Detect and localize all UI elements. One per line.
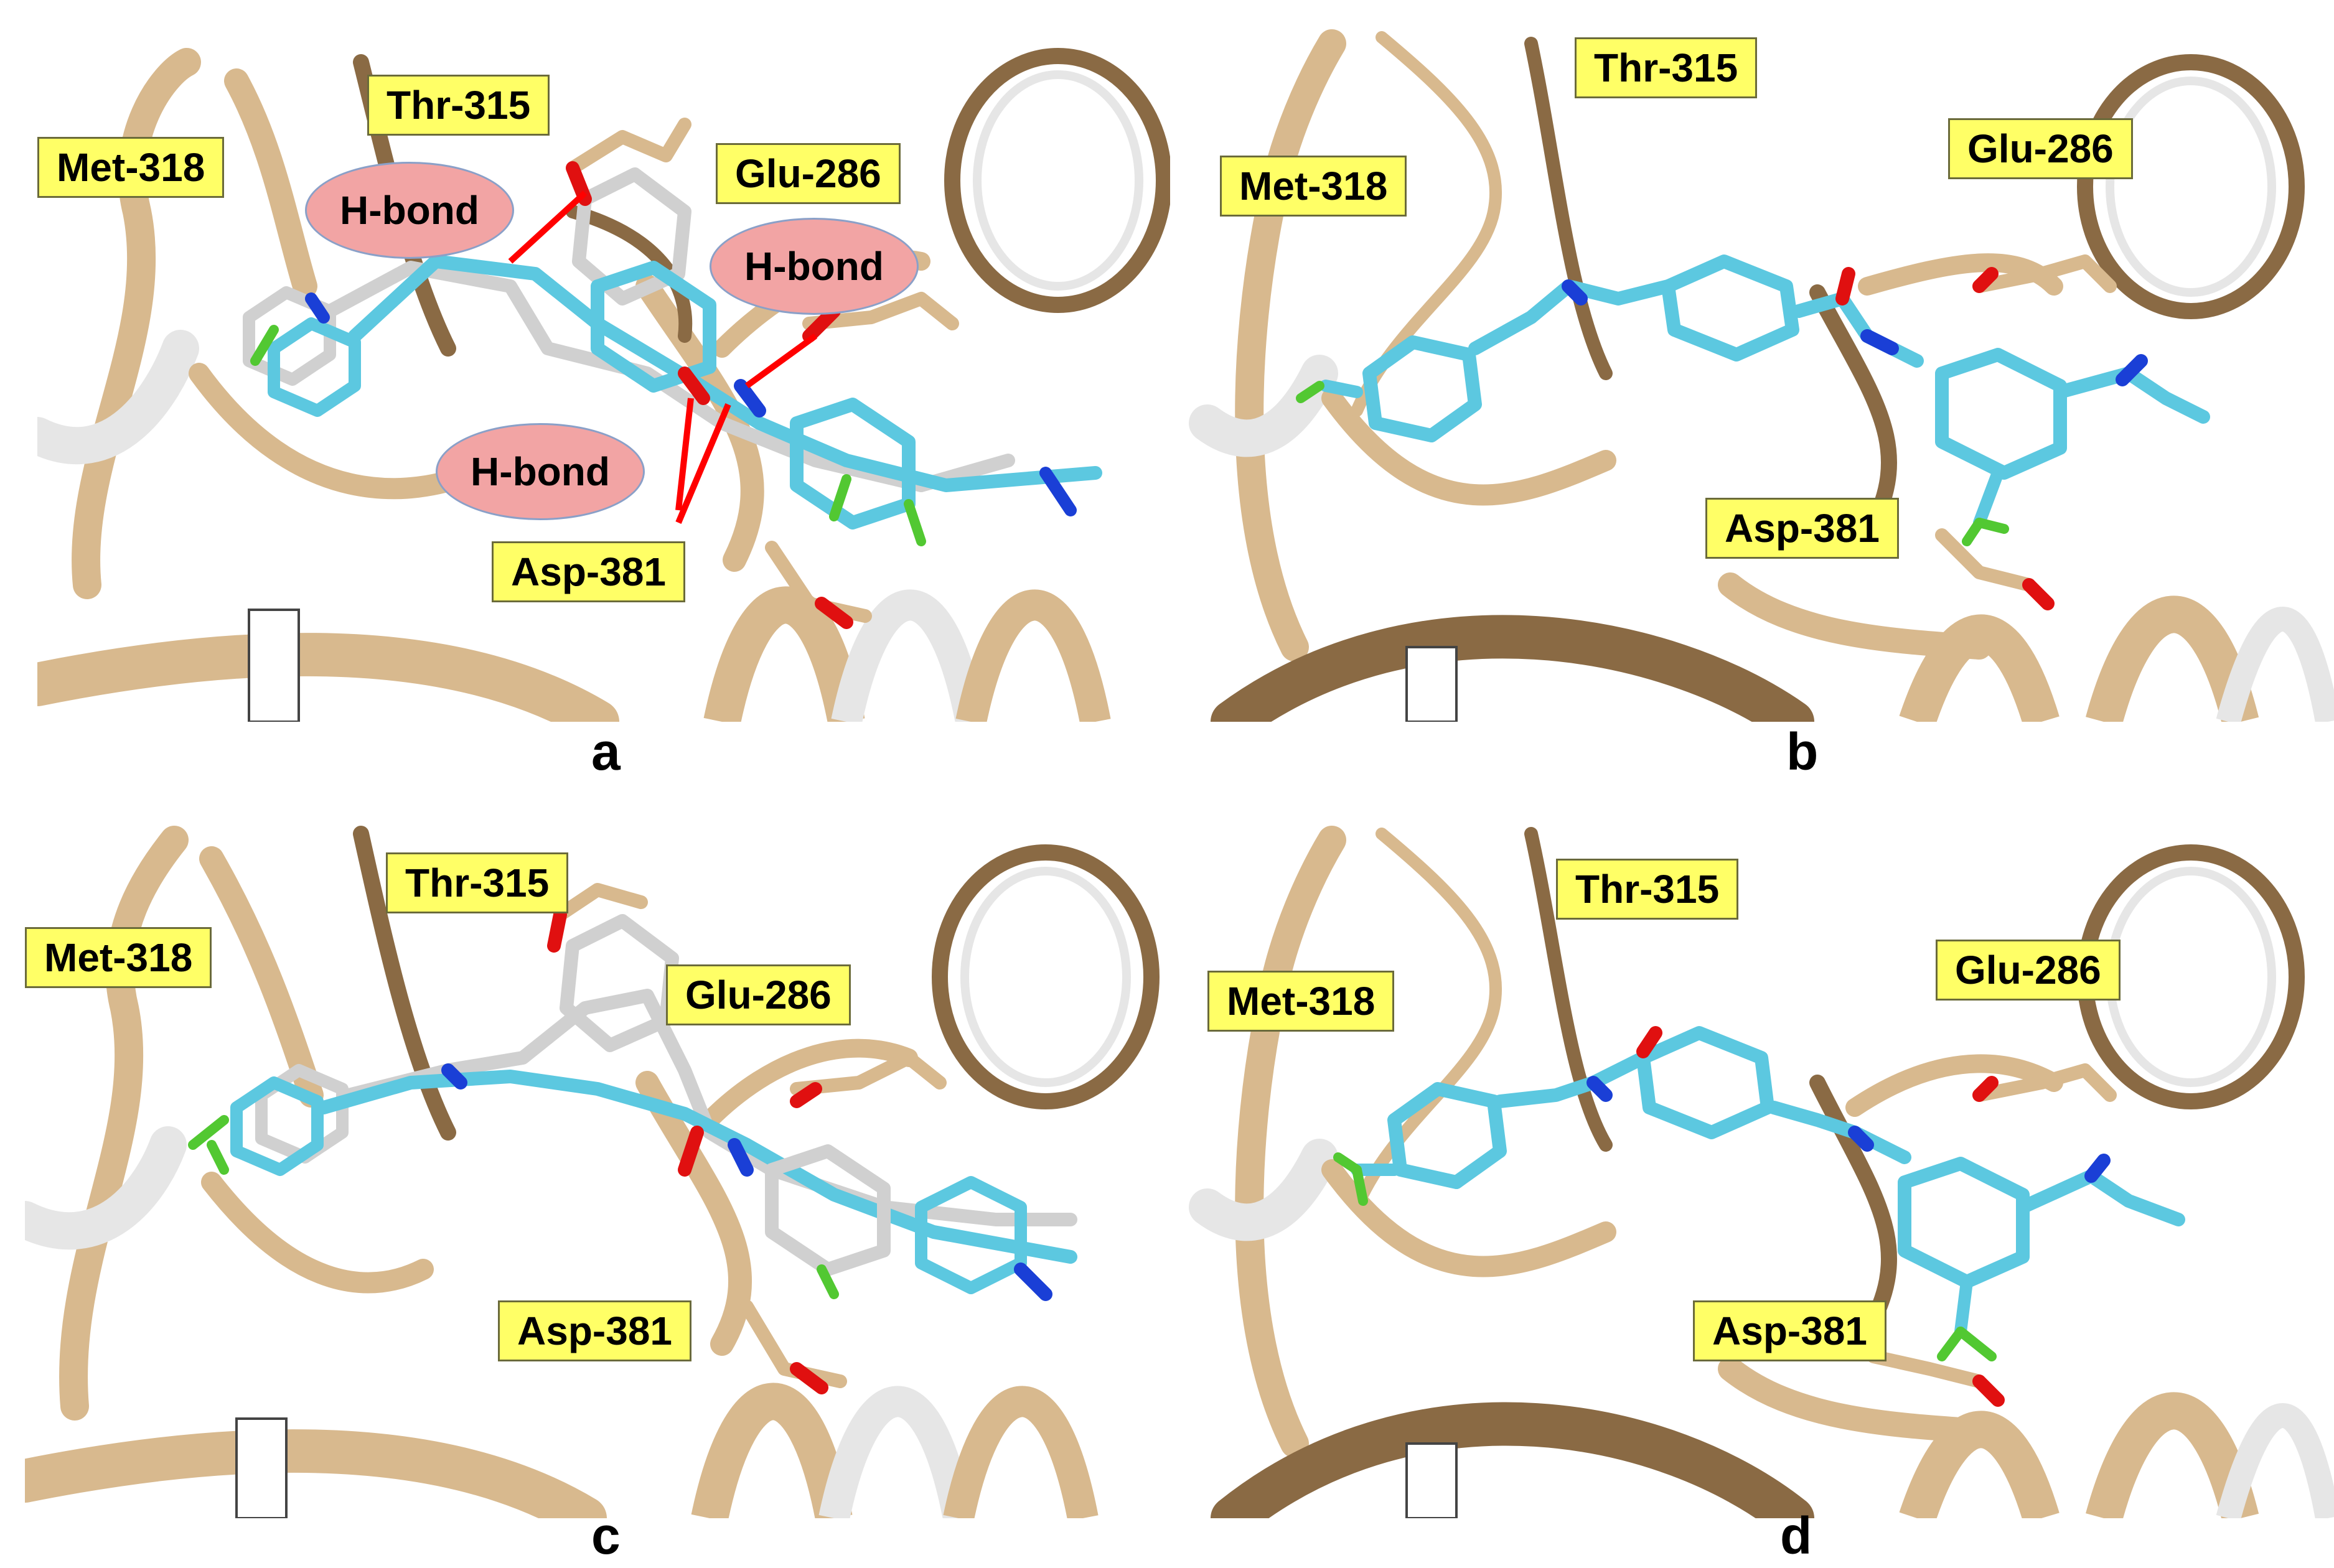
panel-d: Thr-315 Met-318 Glu-286 Asp-381 [1170,821,2334,1518]
hbond-annotation: H-bond [710,218,919,315]
label-glu-286: Glu-286 [1948,118,2133,179]
protein-ligand-scene-d [1189,826,2334,1518]
protein-ligand-scene-a [37,48,1172,722]
label-thr-315: Thr-315 [367,75,550,136]
hbond-annotation: H-bond [305,162,514,259]
panel-caption-c: c [591,1506,621,1565]
label-thr-315: Thr-315 [1556,859,1739,920]
label-asp-381: Asp-381 [498,1300,691,1361]
panel-caption-b: b [1786,722,1819,781]
label-met-318: Met-318 [1220,156,1407,217]
label-met-318: Met-318 [25,927,212,988]
label-asp-381: Asp-381 [1705,498,1899,559]
panel-caption-a: a [591,722,621,781]
panel-c: Thr-315 Met-318 Glu-286 Asp-381 [25,821,1195,1518]
label-thr-315: Thr-315 [1575,37,1758,98]
hbond-annotation: H-bond [436,423,645,520]
protein-ligand-scene-c [25,826,1160,1518]
label-glu-286: Glu-286 [716,143,901,204]
panel-a: Thr-315 Met-318 Glu-286 Asp-381 H-bond H… [37,25,1207,722]
protein-ligand-scene-b [1189,29,2334,722]
label-met-318: Met-318 [1207,971,1395,1032]
label-glu-286: Glu-286 [1936,940,2121,1001]
label-asp-381: Asp-381 [1693,1300,1886,1361]
label-asp-381: Asp-381 [492,541,685,602]
panel-caption-d: d [1780,1506,1812,1565]
panel-b: Thr-315 Met-318 Glu-286 Asp-381 [1170,25,2334,722]
label-met-318: Met-318 [37,137,225,198]
label-thr-315: Thr-315 [386,852,569,913]
label-glu-286: Glu-286 [666,964,851,1025]
